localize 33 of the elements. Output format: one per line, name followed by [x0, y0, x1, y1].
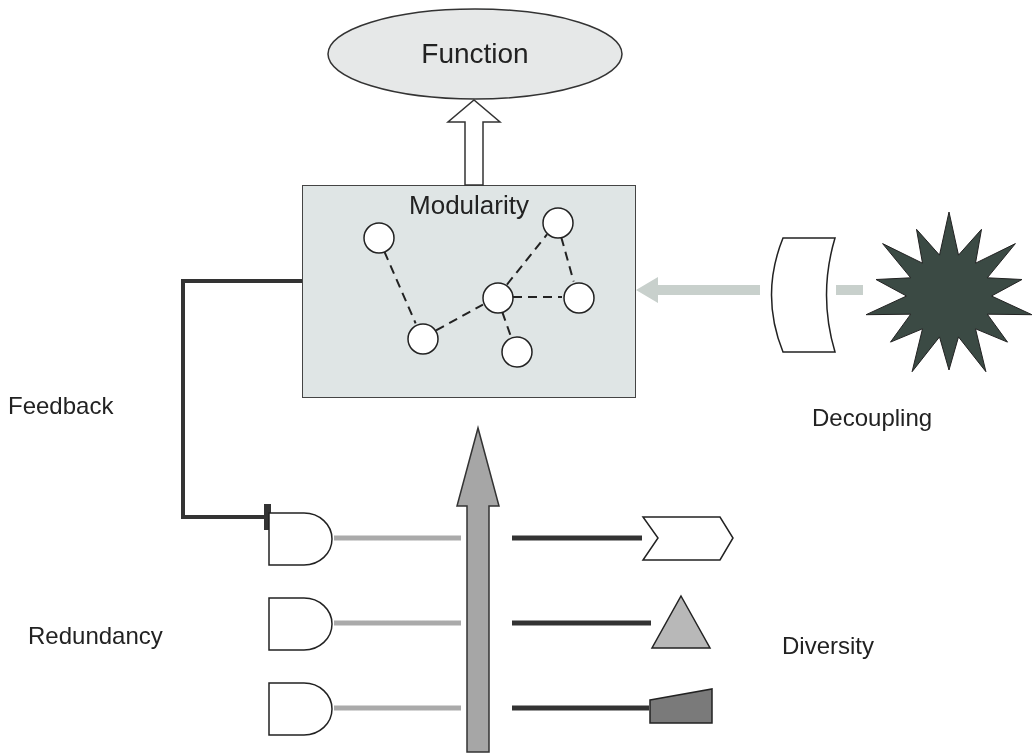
network-node-circle: [407, 323, 439, 355]
connector-line: [334, 620, 651, 626]
function-ellipse: Function: [327, 8, 623, 100]
block-arrow: [636, 277, 760, 303]
network-node-circle: [563, 282, 595, 314]
gate-symbol: [268, 597, 334, 651]
network-node-circle: [482, 282, 514, 314]
text-label: Decoupling: [812, 404, 933, 432]
block-arrow: [445, 99, 503, 186]
dashed-line: [501, 311, 512, 337]
block-arrow: [456, 425, 500, 753]
dashed-line: [383, 250, 417, 325]
block-arrow: [836, 285, 863, 295]
triangle-shape: [651, 595, 711, 649]
dashed-line: [506, 233, 548, 286]
module-title: Modularity: [408, 190, 530, 221]
module-box: [302, 185, 636, 398]
network-node-circle: [363, 222, 395, 254]
dashed-line: [435, 303, 484, 332]
trapezoid-shape: [649, 688, 713, 724]
text-label: Redundancy: [28, 622, 163, 650]
chevron-shape: [642, 516, 734, 561]
gate-symbol: [268, 682, 334, 736]
connector-line: [334, 705, 649, 711]
gate-symbol: [268, 512, 334, 566]
network-node-circle: [542, 207, 574, 239]
connector-line: [334, 535, 642, 541]
text-label: Feedback: [8, 392, 114, 420]
network-node-circle: [501, 336, 533, 368]
dashed-line: [512, 296, 563, 298]
inhibition-line: [181, 279, 302, 530]
text-label: Diversity: [782, 632, 874, 660]
dashed-line: [560, 236, 575, 283]
